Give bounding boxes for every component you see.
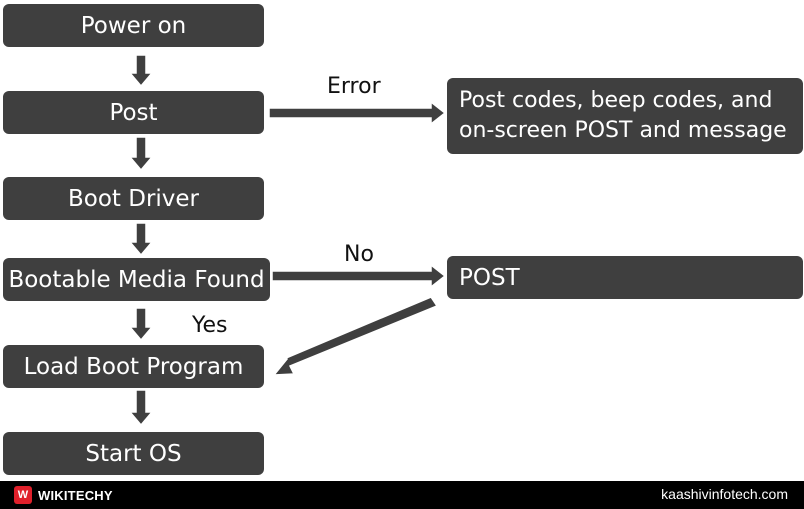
wikitechy-logo: W WIKITECHY (14, 486, 113, 504)
start-os-label: Start OS (85, 440, 182, 467)
wikitechy-logo-icon: W (14, 486, 32, 504)
arrow-error (268, 100, 447, 126)
brand-name: WIKITECHY (38, 487, 113, 503)
error-output-label: Post codes, beep codes, and on-screen PO… (459, 88, 787, 143)
post-side-box: POST (447, 256, 803, 299)
error-edge-label: Error (327, 74, 381, 99)
power-on-label: Power on (80, 12, 187, 39)
error-output-box: Post codes, beep codes, and on-screen PO… (447, 78, 803, 154)
arrow-load-to-startos (128, 389, 154, 427)
no-edge-label: No (344, 242, 374, 267)
post-label: Post (109, 99, 158, 126)
bootable-media-label: Bootable Media Found (8, 266, 265, 293)
post-side-label: POST (459, 264, 520, 291)
boot-driver-label: Boot Driver (67, 185, 200, 212)
load-boot-program-box: Load Boot Program (3, 345, 264, 388)
arrow-post-to-bootdriver (128, 136, 154, 172)
arrow-bootdriver-to-media (128, 222, 154, 257)
start-os-box: Start OS (3, 432, 264, 475)
footer-bar: W WIKITECHY kaashivinfotech.com (0, 481, 804, 509)
arrow-media-to-load (128, 307, 154, 342)
arrow-no (271, 263, 447, 289)
bootable-media-box: Bootable Media Found (3, 258, 270, 301)
post-box: Post (3, 91, 264, 134)
boot-driver-box: Boot Driver (3, 177, 264, 220)
arrow-power-to-post (128, 54, 154, 88)
power-on-box: Power on (3, 4, 264, 47)
arrow-post-to-load (272, 296, 439, 376)
site-link[interactable]: kaashivinfotech.com (661, 486, 788, 502)
yes-edge-label: Yes (192, 313, 228, 338)
load-boot-program-label: Load Boot Program (23, 353, 244, 380)
